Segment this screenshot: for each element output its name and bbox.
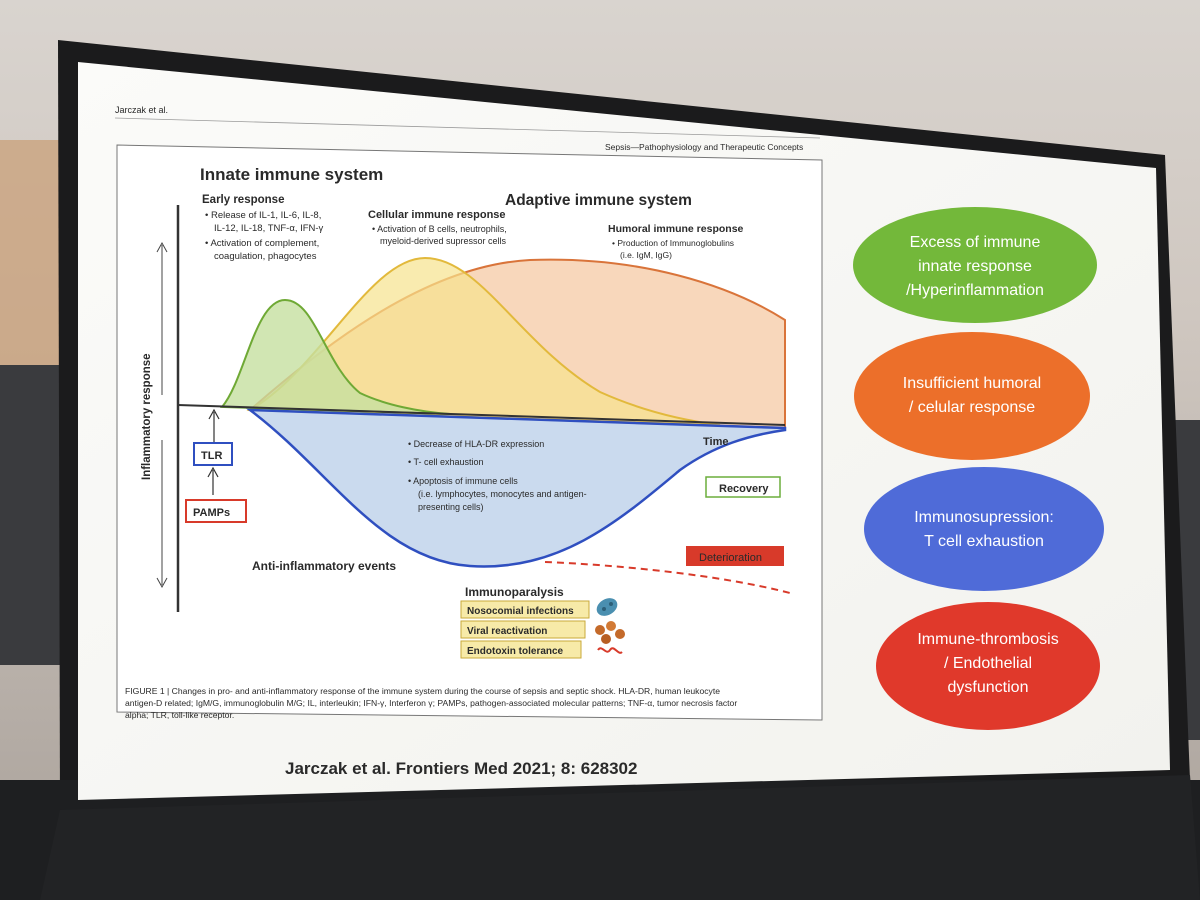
adaptive-title: Adaptive immune system xyxy=(505,192,692,209)
oval-shape xyxy=(876,602,1100,730)
oval-insufficient-response: Insufficient humoral / celular response xyxy=(854,332,1090,460)
anti-bullet-1: • Decrease of HLA-DR expression xyxy=(408,439,544,449)
endotoxin-icon xyxy=(597,647,623,654)
oval-shape xyxy=(864,467,1104,591)
early-response-title: Early response xyxy=(202,194,284,206)
tlr-box xyxy=(193,442,233,466)
oval-3-line-2: T cell exhaustion xyxy=(924,533,1044,550)
recovery-label: Recovery xyxy=(719,483,769,495)
early-response-line-3: • Activation of complement, xyxy=(205,238,319,249)
oval-1-line-1: Excess of immune xyxy=(910,234,1041,251)
cellular-response-line-1: • Activation of B cells, neutrophils, xyxy=(372,224,507,234)
anti-inflammatory-curve xyxy=(246,408,787,568)
anti-bullet-5: presenting cells) xyxy=(418,502,484,512)
early-response-line-1: • Release of IL-1, IL-6, IL-8, xyxy=(205,210,321,221)
immunoparalysis-title: Immunoparalysis xyxy=(465,585,564,599)
immunoparalysis-item-3-box xyxy=(460,640,582,659)
innate-curve xyxy=(219,298,451,415)
immunoparalysis-item-2-box xyxy=(460,620,586,639)
immunoparalysis-item-3: Endotoxin tolerance xyxy=(467,646,564,657)
early-response-line-2: IL-12, IL-18, TNF-α, IFN-γ xyxy=(214,223,324,234)
cellular-curve xyxy=(246,256,721,426)
bacteria-icon xyxy=(596,598,618,616)
cellular-response-title: Cellular immune response xyxy=(368,209,506,221)
oval-hyperinflammation: Excess of immune innate response /Hyperi… xyxy=(853,207,1097,323)
oval-1-line-3: /Hyperinflammation xyxy=(906,282,1044,299)
humoral-response-line-1: • Production of Immunoglobulins xyxy=(612,238,734,248)
deterioration-box xyxy=(686,546,784,566)
anti-inflammatory-events: Anti-inflammatory events xyxy=(252,559,396,573)
innate-title: Innate immune system xyxy=(200,165,383,184)
humoral-response-line-2: (i.e. IgM, IgG) xyxy=(620,250,672,260)
immunoparalysis-item-1-box xyxy=(460,600,590,619)
oval-4-line-1: Immune-thrombosis xyxy=(917,631,1058,648)
early-response-line-4: coagulation, phagocytes xyxy=(214,251,317,262)
oval-shape xyxy=(854,332,1090,460)
citation: Jarczak et al. Frontiers Med 2021; 8: 62… xyxy=(285,759,637,778)
cellular-response-line-2: myeloid-derived supressor cells xyxy=(380,236,507,246)
immunoparalysis-item-2: Viral reactivation xyxy=(467,626,547,637)
caption-line-2: antigen-D related; IgM/G, immunoglobulin… xyxy=(125,698,737,708)
deterioration-path xyxy=(544,561,791,594)
virus-icon xyxy=(595,621,625,644)
tlr-label: TLR xyxy=(201,450,222,462)
running-header-left: Jarczak et al. xyxy=(115,105,168,115)
recovery-box xyxy=(705,476,781,498)
oval-2-line-2: / celular response xyxy=(909,399,1035,416)
time-label: Time xyxy=(703,436,728,448)
oval-2-line-1: Insufficient humoral xyxy=(903,375,1041,392)
deterioration-label: Deterioration xyxy=(699,552,762,564)
oval-4-line-3: dysfunction xyxy=(948,679,1029,696)
y-axis-label: Inflammatory response xyxy=(141,353,153,480)
oval-shape xyxy=(853,207,1097,323)
oval-3-line-1: Immunosupression: xyxy=(914,509,1054,526)
humoral-response-title: Humoral immune response xyxy=(608,223,744,235)
running-header-right: Sepsis—Pathophysiology and Therapeutic C… xyxy=(605,142,803,152)
caption-line-1: FIGURE 1 | Changes in pro- and anti-infl… xyxy=(125,686,720,696)
anti-bullet-3: • Apoptosis of immune cells xyxy=(408,476,518,486)
oval-immune-thrombosis: Immune-thrombosis / Endothelial dysfunct… xyxy=(876,602,1100,730)
pamps-box xyxy=(185,499,247,523)
oval-4-line-2: / Endothelial xyxy=(944,655,1032,672)
immunoparalysis-item-1: Nosocomial infections xyxy=(467,606,574,617)
oval-immunosupression: Immunosupression: T cell exhaustion xyxy=(864,467,1104,591)
pamps-label: PAMPs xyxy=(193,507,230,519)
caption-line-3: alpha; TLR, toll-like receptor. xyxy=(125,710,234,720)
anti-bullet-2: • T- cell exhaustion xyxy=(408,457,484,467)
oval-1-line-2: innate response xyxy=(918,258,1032,275)
anti-bullet-4: (i.e. lymphocytes, monocytes and antigen… xyxy=(418,489,587,499)
